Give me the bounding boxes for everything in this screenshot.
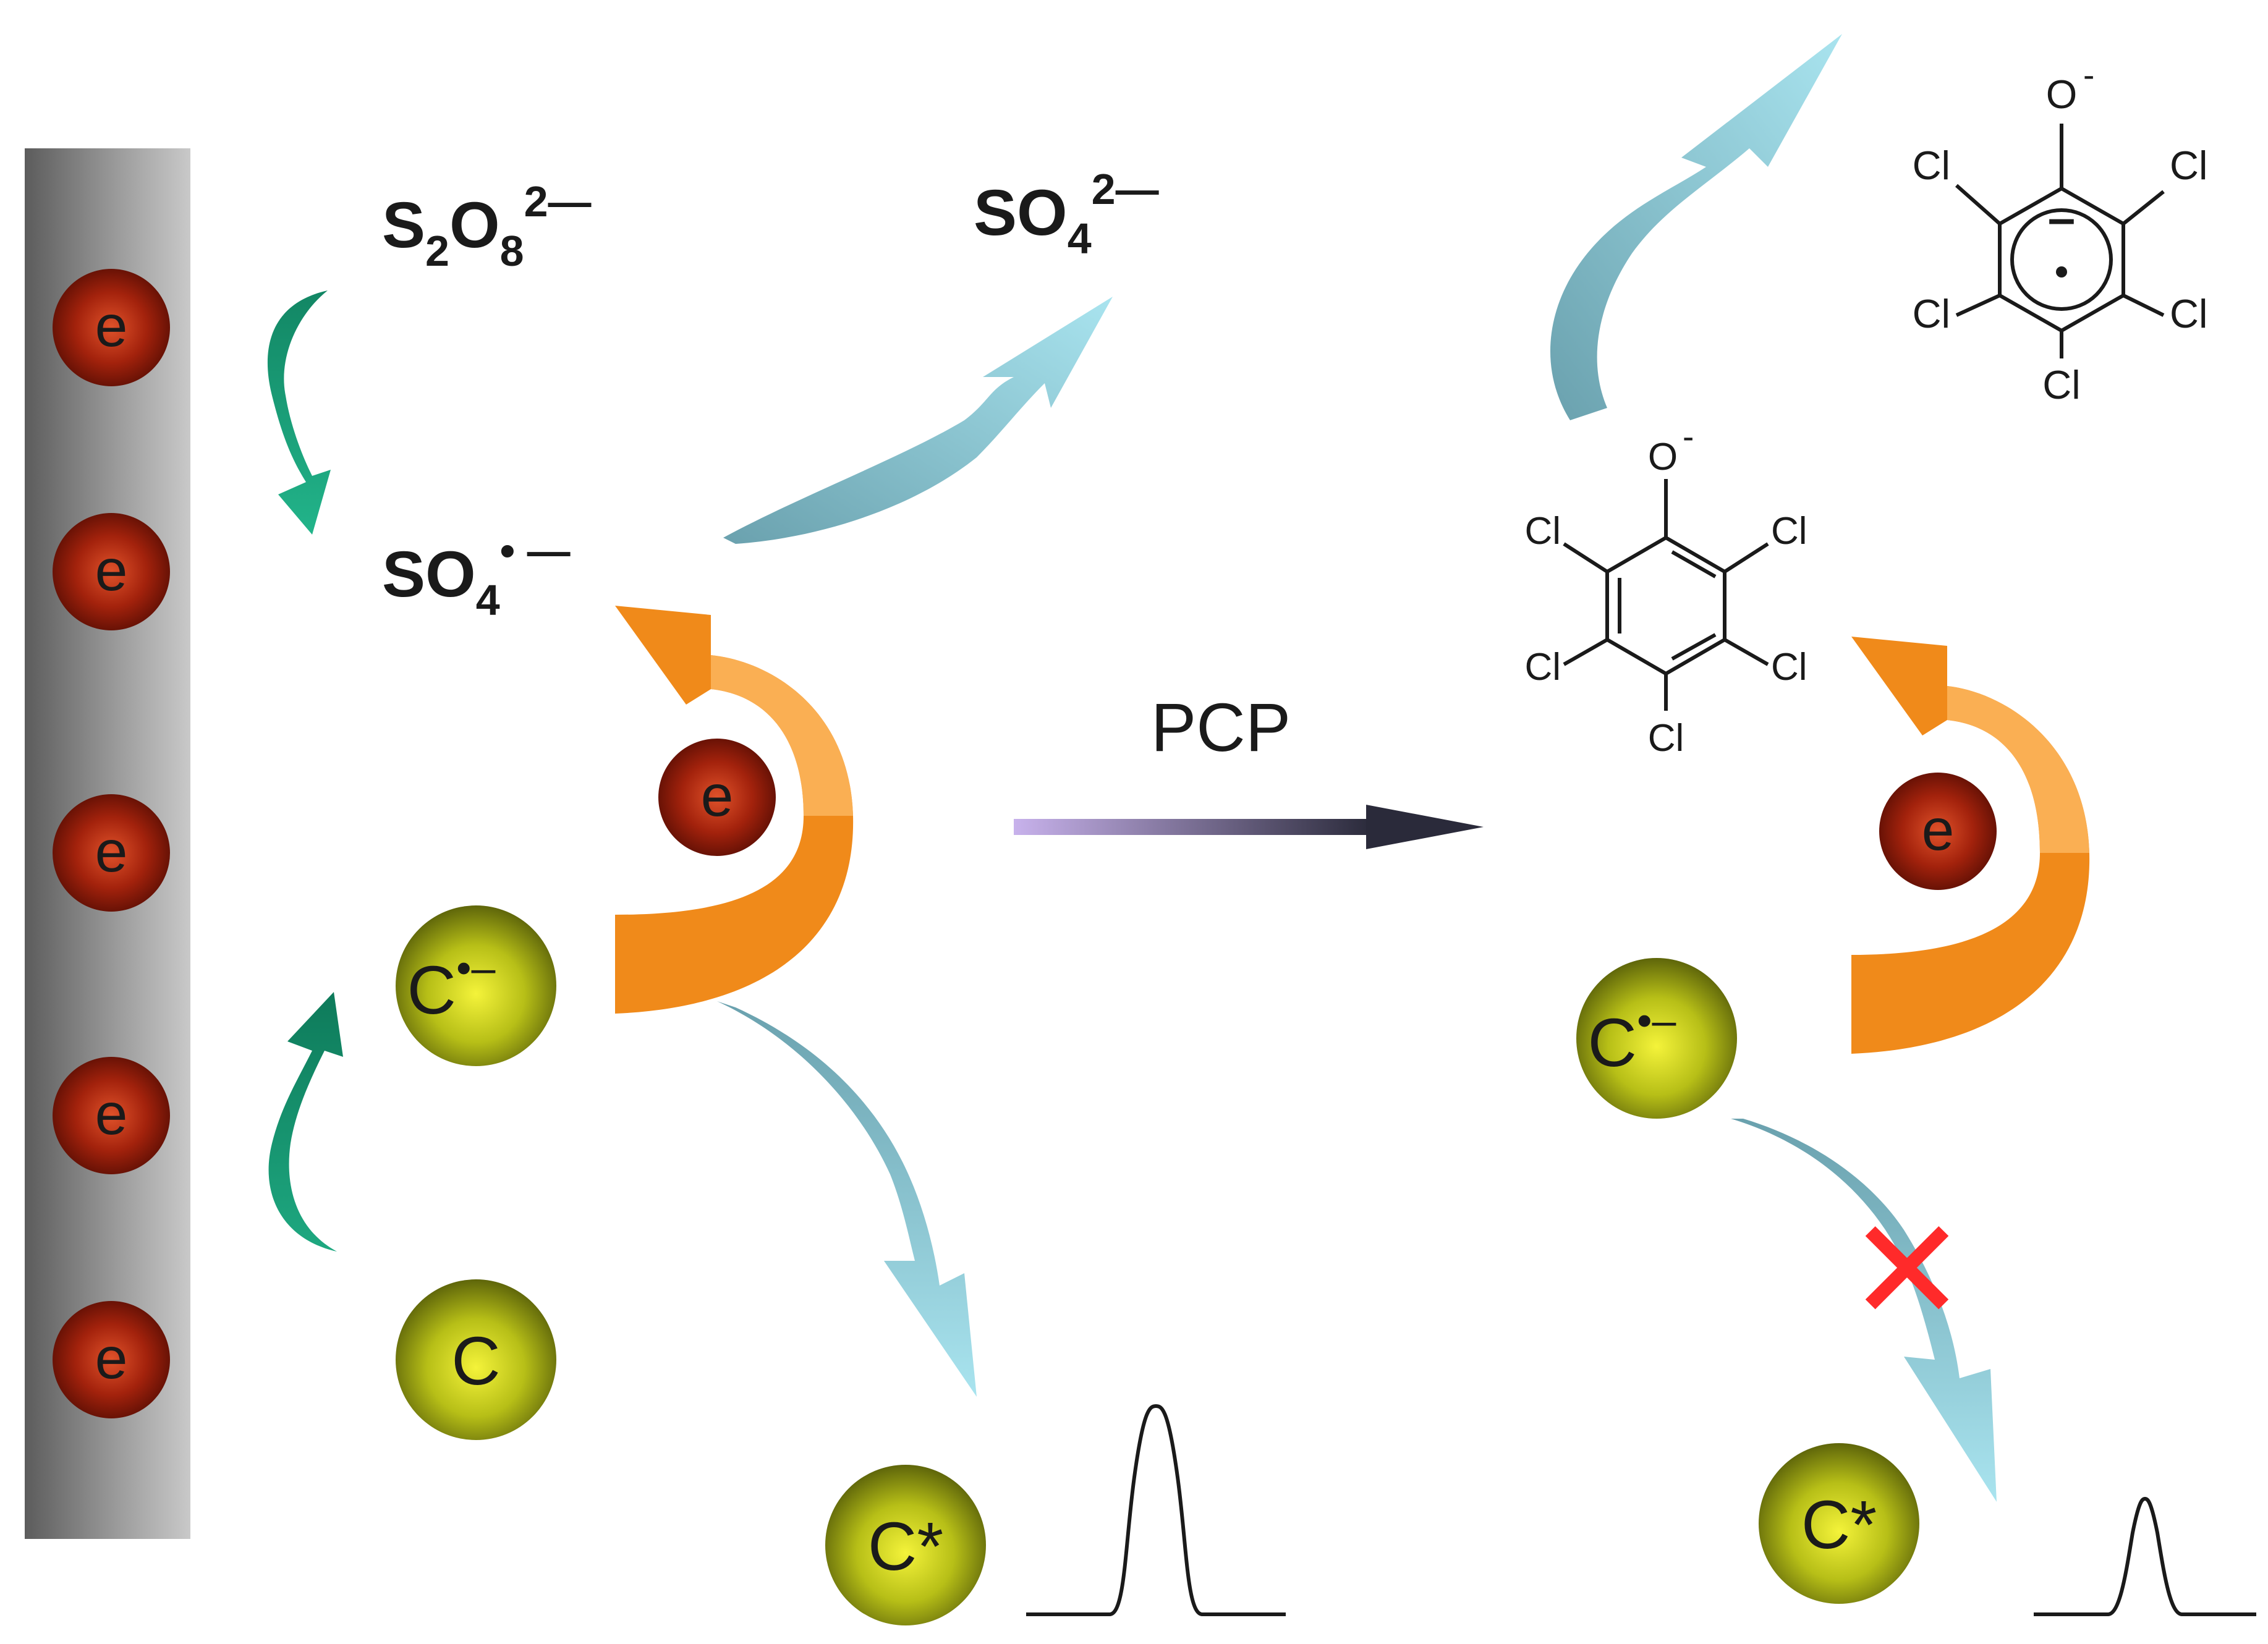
electron-label: e [95, 1082, 128, 1147]
sulfate-label: SO42— [974, 165, 1159, 263]
luminophore-label: C* [1801, 1487, 1877, 1563]
sulfate-radical-label: SO4• — [382, 527, 571, 624]
electron-label: e [1922, 797, 1955, 863]
electron-label: e [701, 763, 734, 829]
svg-text:SO4• —: SO4• — [382, 527, 571, 624]
luminophore-label: C* [868, 1509, 943, 1585]
chlorine-atom: Cl [1524, 646, 1561, 689]
luminophore-excited-right: C* [1759, 1443, 1919, 1604]
electrode-electron-1: e [53, 269, 170, 386]
persulfate-label: S2O82— [382, 177, 592, 275]
chlorine-atom: Cl [1771, 510, 1807, 553]
ring-radical-dot [2056, 266, 2067, 278]
transferred-electron-right: e [1879, 773, 1997, 890]
reduction-arrow-luminophore [268, 992, 343, 1316]
pcp-label: PCP [1151, 690, 1291, 766]
oxygen-charge: - [2083, 56, 2094, 94]
svg-text:S2O82—: S2O82— [382, 177, 592, 275]
electrode-electron-5: e [53, 1301, 170, 1418]
pcp-reaction-arrow: PCP [1014, 690, 1484, 849]
svg-text:SO42—: SO42— [974, 165, 1159, 263]
luminophore-radical-anion-right: C•– [1576, 958, 1737, 1119]
excitation-arrow-right [1731, 1119, 1997, 1502]
ecl-signal-peak-small [2034, 1496, 2256, 1616]
reduction-arrow-persulfate [267, 226, 331, 535]
pcp-molecule: O - Cl Cl Cl Cl Cl [1524, 417, 1807, 760]
electrode-electron-2: e [53, 513, 170, 630]
electron-transfer-arrow-right-highlight [1947, 686, 2089, 853]
luminophore-ground-state: C [396, 1279, 556, 1440]
pcp-radical-molecule: O - Cl Cl Cl Cl Cl – [1913, 56, 2208, 407]
blocked-mark: ✕ [1848, 1189, 1967, 1354]
luminophore-radical-anion-left: C•– [396, 905, 556, 1066]
sulfate-conversion-arrow [723, 297, 1113, 544]
luminophore-label: C [451, 1323, 500, 1399]
oxygen-atom: O [2046, 72, 2078, 117]
electron-label: e [95, 538, 128, 603]
ecl-signal-peak-large [1026, 1404, 1286, 1616]
excitation-arrow-left [717, 1001, 977, 1397]
oxygen-atom: O [1648, 436, 1678, 478]
pcp-oxidation-arrow [1550, 34, 1842, 420]
ring-charge: – [2048, 190, 2076, 245]
electron-label: e [95, 819, 128, 884]
electron-transfer-arrow-left-highlight [711, 655, 853, 816]
transferred-electron-left: e [658, 739, 776, 856]
electrode-electron-4: e [53, 1057, 170, 1174]
chlorine-atom: Cl [1648, 717, 1684, 760]
svg-text:C•–: C•– [407, 944, 496, 1028]
chlorine-atom: Cl [2170, 143, 2207, 188]
electron-label: e [95, 1326, 128, 1391]
svg-text:C•–: C•– [1588, 996, 1676, 1081]
electron-label: e [95, 294, 128, 359]
luminophore-excited-left: C* [825, 1465, 986, 1625]
electrode-electron-3: e [53, 794, 170, 912]
chlorine-atom: Cl [2042, 362, 2080, 407]
chlorine-atom: Cl [1913, 291, 1950, 336]
chlorine-atom: Cl [1524, 510, 1561, 553]
chlorine-atom: Cl [1913, 143, 1950, 188]
chlorine-atom: Cl [2170, 291, 2207, 336]
chlorine-atom: Cl [1771, 646, 1807, 689]
oxygen-charge: - [1683, 417, 1694, 455]
